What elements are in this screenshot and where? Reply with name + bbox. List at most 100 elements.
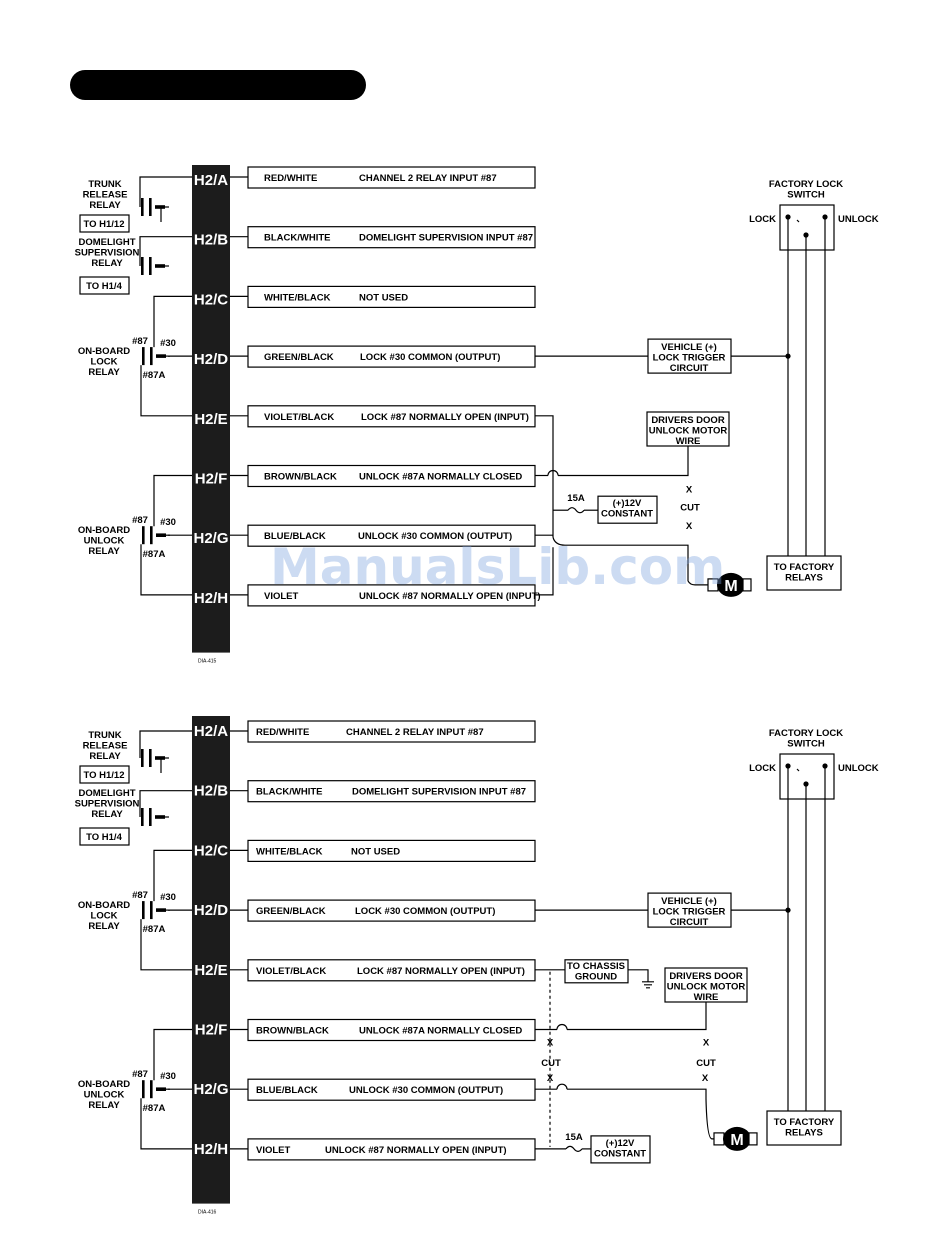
unlock-relay-label: RELAY	[88, 1100, 120, 1111]
pin-label: H2/E	[194, 962, 227, 979]
relay-contact	[141, 749, 144, 767]
pin-label: H2/A	[194, 723, 228, 740]
drivers-door-label: WIRE	[694, 992, 719, 1003]
trunk-wire	[139, 176, 192, 207]
fuse	[565, 1145, 583, 1152]
wire-crossover	[556, 1083, 568, 1090]
wire	[535, 415, 554, 538]
wire	[153, 295, 192, 348]
wire	[796, 768, 800, 772]
wire-color: BROWN/BLACK	[264, 472, 337, 483]
constant-box	[590, 1135, 651, 1164]
motor-shaft	[707, 578, 719, 592]
wire-function: UNLOCK #87 NORMALLY OPEN (INPUT)	[325, 1145, 507, 1156]
to-factory-relays: TO FACTORY	[774, 1117, 835, 1128]
wire-color: VIOLET	[256, 1145, 291, 1156]
pin-label: H2/H	[194, 590, 228, 607]
lock-label: LOCK	[749, 214, 776, 225]
dome-relay-label: SUPERVISION	[75, 799, 140, 810]
wire-function: CHANNEL 2 RELAY INPUT #87	[359, 173, 497, 184]
chassis-ground-box	[564, 959, 629, 984]
relay-terminal	[156, 908, 166, 912]
wire-color: GREEN/BLACK	[256, 906, 326, 917]
connector-h2	[192, 716, 230, 1204]
pin-label: H2/D	[194, 902, 228, 919]
relay-contact	[149, 198, 152, 216]
cut-mark: X	[686, 521, 693, 532]
cut-label: CUT	[696, 1058, 716, 1069]
wire-color: VIOLET/BLACK	[264, 412, 334, 423]
pin-30: #30	[160, 517, 176, 528]
relay-contact	[150, 1080, 153, 1099]
relay-contact	[150, 901, 153, 920]
figure-id: DIA-415	[198, 659, 217, 665]
drivers-door-label: WIRE	[676, 436, 701, 447]
diagram-2: H2/AH2/BH2/CH2/DH2/EH2/FH2/GH2/HRED/WHIT…	[75, 716, 879, 1216]
factory-switch-label: SWITCH	[787, 190, 825, 201]
constant-label: CONSTANT	[601, 509, 653, 520]
dome-relay-label: DOMELIGHT	[79, 237, 136, 248]
relay-contact	[142, 901, 145, 920]
lock-relay-label: RELAY	[88, 367, 120, 378]
wire-function: UNLOCK #87A NORMALLY CLOSED	[359, 1026, 522, 1037]
factory-switch-label: FACTORY LOCK	[769, 179, 843, 190]
cut-mark: X	[547, 1038, 554, 1049]
cut-label: CUT	[541, 1058, 561, 1069]
pin-label: H2/A	[194, 172, 228, 189]
motor-body	[717, 572, 745, 597]
wire-color: BLUE/BLACK	[264, 531, 326, 542]
motor-body	[723, 1126, 751, 1151]
motor: M	[707, 572, 752, 597]
wire	[140, 544, 192, 596]
pin-label: H2/F	[195, 1022, 228, 1039]
relay-contact	[141, 198, 144, 216]
wire-color: VIOLET	[264, 591, 299, 602]
unlock-relay-label: UNLOCK	[84, 1090, 125, 1101]
vehicle-trigger-label: LOCK TRIGGER	[653, 907, 726, 918]
motor-shaft	[713, 1132, 725, 1146]
pin-label: H2/B	[194, 232, 228, 249]
relay-contact	[142, 347, 145, 366]
wire-crossover	[556, 1023, 568, 1030]
relay-terminal	[156, 533, 166, 537]
wire-function: UNLOCK #87 NORMALLY OPEN (INPUT)	[359, 591, 541, 602]
lock-relay-label: ON-BOARD	[78, 900, 130, 911]
fuse-label: 15A	[567, 493, 585, 504]
wire	[567, 1002, 707, 1031]
pin-label: H2/F	[195, 471, 228, 488]
trunk-relay-label: TRUNK	[88, 179, 121, 190]
relay-contact	[142, 526, 145, 545]
factory-switch-label: SWITCH	[787, 739, 825, 750]
motor-label: M	[730, 1132, 743, 1149]
wire-function: LOCK #30 COMMON (OUTPUT)	[355, 906, 495, 917]
to-h1-12: TO H1/12	[83, 219, 124, 230]
pin-label: H2/D	[194, 351, 228, 368]
dome-wire	[139, 790, 192, 817]
junction-dot	[785, 907, 791, 913]
pin-30: #30	[160, 1071, 176, 1082]
cut-mark: X	[547, 1073, 554, 1084]
wire-color: RED/WHITE	[264, 173, 317, 184]
wire-color: BLACK/WHITE	[256, 787, 323, 798]
to-h1-4-box	[79, 827, 130, 846]
relay-contact	[150, 347, 153, 366]
unlock-relay-label: UNLOCK	[84, 536, 125, 547]
wire-color: WHITE/BLACK	[256, 846, 323, 857]
wire	[628, 969, 649, 982]
wire-crossover	[547, 469, 559, 476]
to-factory-relays: RELAYS	[785, 573, 823, 584]
motor-end	[742, 578, 752, 592]
lock-relay-label: LOCK	[91, 911, 118, 922]
relay-contact	[141, 808, 144, 826]
junction-dot	[785, 353, 791, 359]
to-factory-relays-box	[766, 1110, 842, 1146]
wire	[567, 1088, 714, 1140]
pin-87: #87	[132, 515, 148, 526]
vehicle-trigger-label: VEHICLE (+)	[661, 342, 717, 353]
vehicle-trigger-label: CIRCUIT	[670, 917, 709, 928]
cut-mark: X	[703, 1038, 710, 1049]
to-h1-12-box	[79, 214, 130, 233]
wire-color: BLACK/WHITE	[264, 233, 331, 244]
diagram-1: H2/AH2/BH2/CH2/DH2/EH2/FH2/GH2/HRED/WHIT…	[75, 165, 879, 665]
